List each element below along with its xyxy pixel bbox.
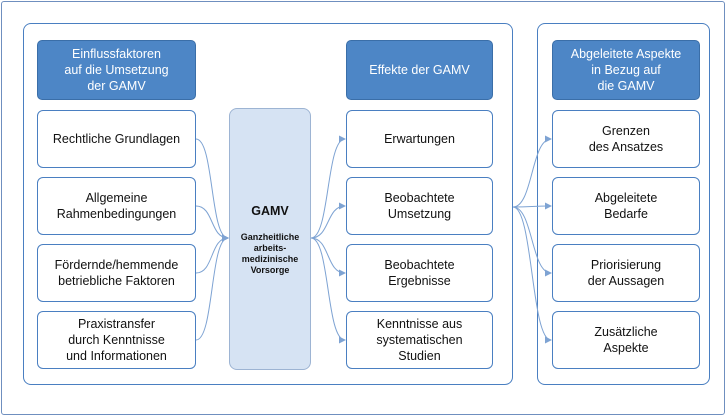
box-priorisierung-der-aussagen: Priorisierung der Aussagen: [552, 244, 700, 302]
arrow-mid-1: [310, 135, 346, 239]
arrow-left-2: [195, 205, 229, 242]
arrow-left-3: [195, 234, 229, 274]
arrow-mid-2: [310, 202, 346, 239]
box-beobachtete-umsetzung: Beobachtete Umsetzung: [346, 177, 493, 235]
right-group-frame: [537, 23, 710, 385]
arrow-right-2: [512, 202, 552, 210]
header-effekte: Effekte der GAMV: [346, 40, 493, 100]
center-title: GAMV: [251, 204, 289, 218]
main-group-frame: [23, 23, 513, 385]
box-rechtliche-grundlagen: Rechtliche Grundlagen: [37, 110, 196, 168]
box-kenntnisse-studien: Kenntnisse aus systematischen Studien: [346, 311, 493, 369]
header-abgeleitete-aspekte: Abgeleitete Aspekte in Bezug auf die GAM…: [552, 40, 700, 100]
box-allgemeine-rahmenbedingungen: Allgemeine Rahmenbedingungen: [37, 177, 196, 235]
box-grenzen-des-ansatzes: Grenzen des Ansatzes: [552, 110, 700, 168]
box-praxistransfer: Praxistransfer durch Kenntnisse und Info…: [37, 311, 196, 369]
arrow-mid-3: [310, 237, 346, 277]
arrow-right-3: [512, 206, 552, 277]
arrow-left-1: [195, 138, 229, 242]
box-abgeleitete-bedarfe: Abgeleitete Bedarfe: [552, 177, 700, 235]
box-zusaetzliche-aspekte: Zusätzliche Aspekte: [552, 311, 700, 369]
box-erwartungen: Erwartungen: [346, 110, 493, 168]
arrow-mid-4: [310, 237, 346, 344]
header-einflussfaktoren: Einflussfaktoren auf die Umsetzung der G…: [37, 40, 196, 100]
box-foerdernde-hemmende-faktoren: Fördernde/hemmende betriebliche Faktoren: [37, 244, 196, 302]
arrow-right-4: [512, 206, 552, 344]
center-subtitle: Ganzheitliche arbeits- medizinische Vors…: [240, 232, 300, 275]
arrow-right-1: [512, 135, 552, 208]
box-beobachtete-ergebnisse: Beobachtete Ergebnisse: [346, 244, 493, 302]
center-gamv-box: GAMV Ganzheitliche arbeits- medizinische…: [229, 108, 311, 370]
arrow-left-4: [195, 234, 229, 341]
